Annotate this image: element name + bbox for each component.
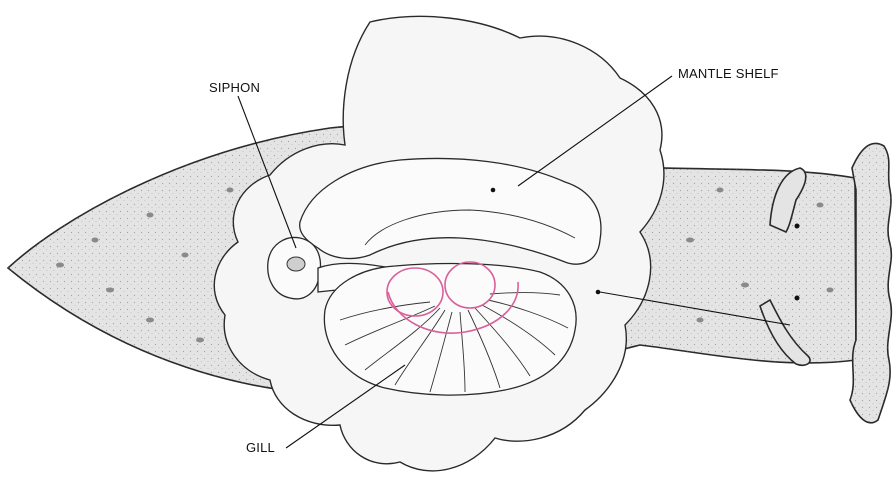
head-frill-stipple bbox=[850, 143, 891, 422]
gill-label: GILL bbox=[246, 440, 275, 455]
body-marker bbox=[596, 290, 601, 295]
mantle-shelf-label: MANTLE SHELF bbox=[678, 66, 779, 81]
gill bbox=[324, 264, 576, 396]
siphon-opening bbox=[287, 257, 305, 271]
siphon-label: SIPHON bbox=[209, 80, 260, 95]
mantle-marker bbox=[491, 188, 496, 193]
